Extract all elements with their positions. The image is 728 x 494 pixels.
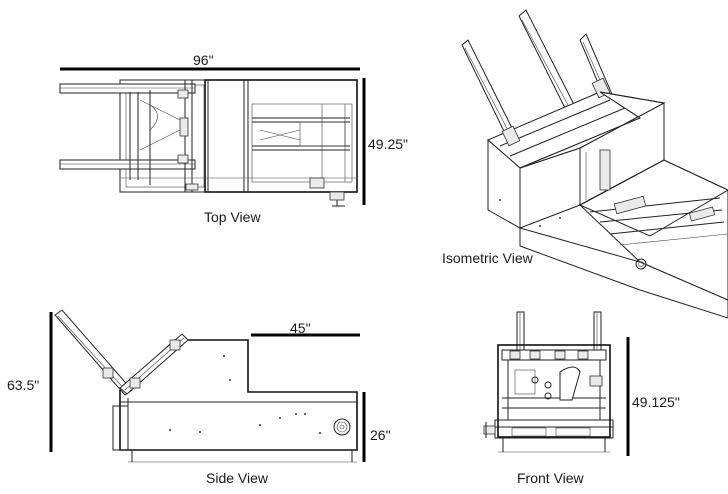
top-view-label: Top View: [204, 209, 261, 225]
top-view-width-dimension: 96": [193, 52, 214, 68]
isometric-view-label: Isometric View: [442, 250, 533, 266]
side-view-label: Side View: [206, 470, 269, 486]
isometric-view-drawing: [461, 9, 728, 319]
side-view-table-dimension: 26": [370, 427, 391, 443]
front-view-drawing: [483, 311, 630, 456]
top-view-depth-dimension: 49.25": [368, 136, 409, 152]
side-view-drawing: [49, 309, 366, 463]
side-view-length-dimension: 45": [290, 320, 311, 336]
side-view-height-dimension: 63.5": [7, 377, 40, 393]
front-view-label: Front View: [517, 470, 584, 486]
front-view-height-dimension: 49.125": [632, 394, 680, 410]
top-view-drawing: [59, 67, 366, 207]
